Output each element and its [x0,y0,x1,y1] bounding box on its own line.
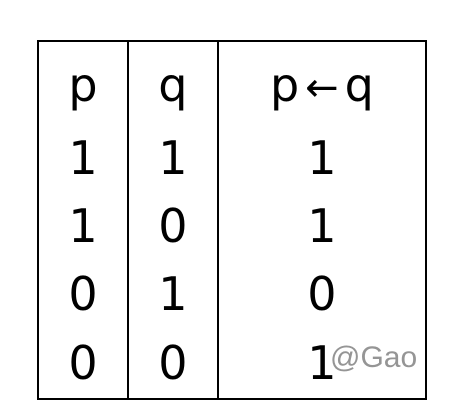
cell-q: 0 [126,192,219,260]
header-q: q [126,40,219,124]
header-converse: p←q [216,40,428,124]
left-arrow-icon: ← [305,65,339,111]
cell-result: 1 [216,124,428,192]
cell-q: 0 [126,328,219,400]
cell-p: 1 [37,192,129,260]
cell-p: 0 [37,328,129,400]
cell-q: 1 [126,260,219,328]
table-row: 0 1 0 [37,260,428,328]
cell-result: 1 [216,192,428,260]
truth-table: p q p←q 1 1 1 1 0 1 0 1 0 0 0 1 [37,40,428,400]
cell-q: 1 [126,124,219,192]
cell-result: 0 [216,260,428,328]
cell-result: 1 [216,328,428,400]
header-row: p q p←q [37,40,428,124]
header-converse-right: q [344,58,374,112]
header-p: p [37,40,129,124]
cell-p: 0 [37,260,129,328]
table-row: 1 0 1 [37,192,428,260]
table-row: 1 1 1 [37,124,428,192]
header-converse-left: p [269,58,300,112]
watermark: @Gao [330,341,418,374]
cell-p: 1 [37,124,129,192]
table-row: 0 0 1 [37,328,428,400]
